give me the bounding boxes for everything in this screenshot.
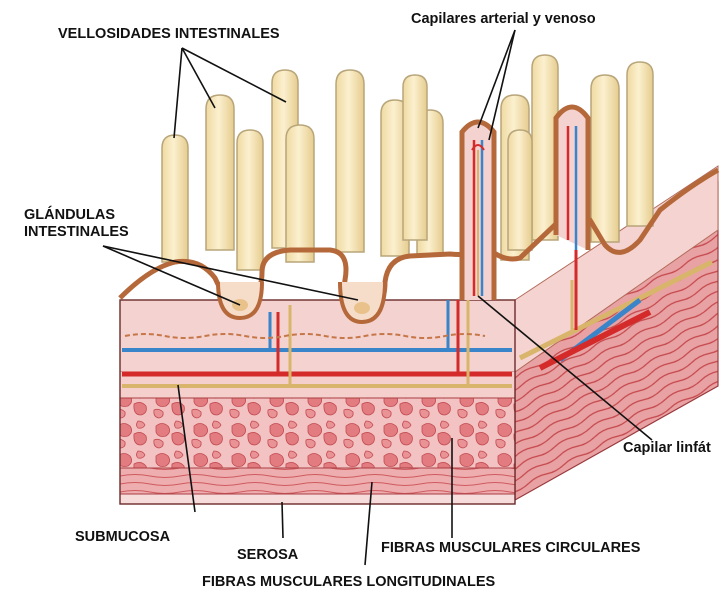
label-fibras-musculares-longitudinales: FIBRAS MUSCULARES LONGITUDINALES	[202, 575, 495, 590]
label-glandulas-line1: GLÁNDULAS	[24, 207, 115, 223]
villus	[591, 75, 619, 242]
villus	[237, 130, 263, 270]
villus	[206, 95, 234, 250]
label-capilar-linfatico: Capilar linfát	[623, 441, 711, 456]
sectioned-villus-center	[462, 122, 494, 300]
label-vellosidades-intestinales: VELLOSIDADES INTESTINALES	[58, 27, 280, 42]
villus	[403, 75, 427, 240]
label-fibras-musculares-circulares: FIBRAS MUSCULARES CIRCULARES	[381, 541, 640, 556]
label-submucosa: SUBMUCOSA	[75, 530, 170, 545]
villus	[162, 135, 188, 262]
label-capilares-arterial-venoso: Capilares arterial y venoso	[411, 12, 596, 27]
leader-serosa	[282, 502, 283, 538]
villus	[336, 70, 364, 252]
label-glandulas-intestinales: GLÁNDULAS INTESTINALES	[24, 207, 129, 242]
block-front-face	[120, 300, 515, 504]
villus	[627, 62, 653, 226]
villus	[508, 130, 532, 250]
villus	[286, 125, 314, 262]
leader-vellosidades-1	[174, 48, 182, 138]
label-glandulas-line2: INTESTINALES	[24, 224, 129, 240]
label-serosa: SEROSA	[237, 548, 298, 563]
